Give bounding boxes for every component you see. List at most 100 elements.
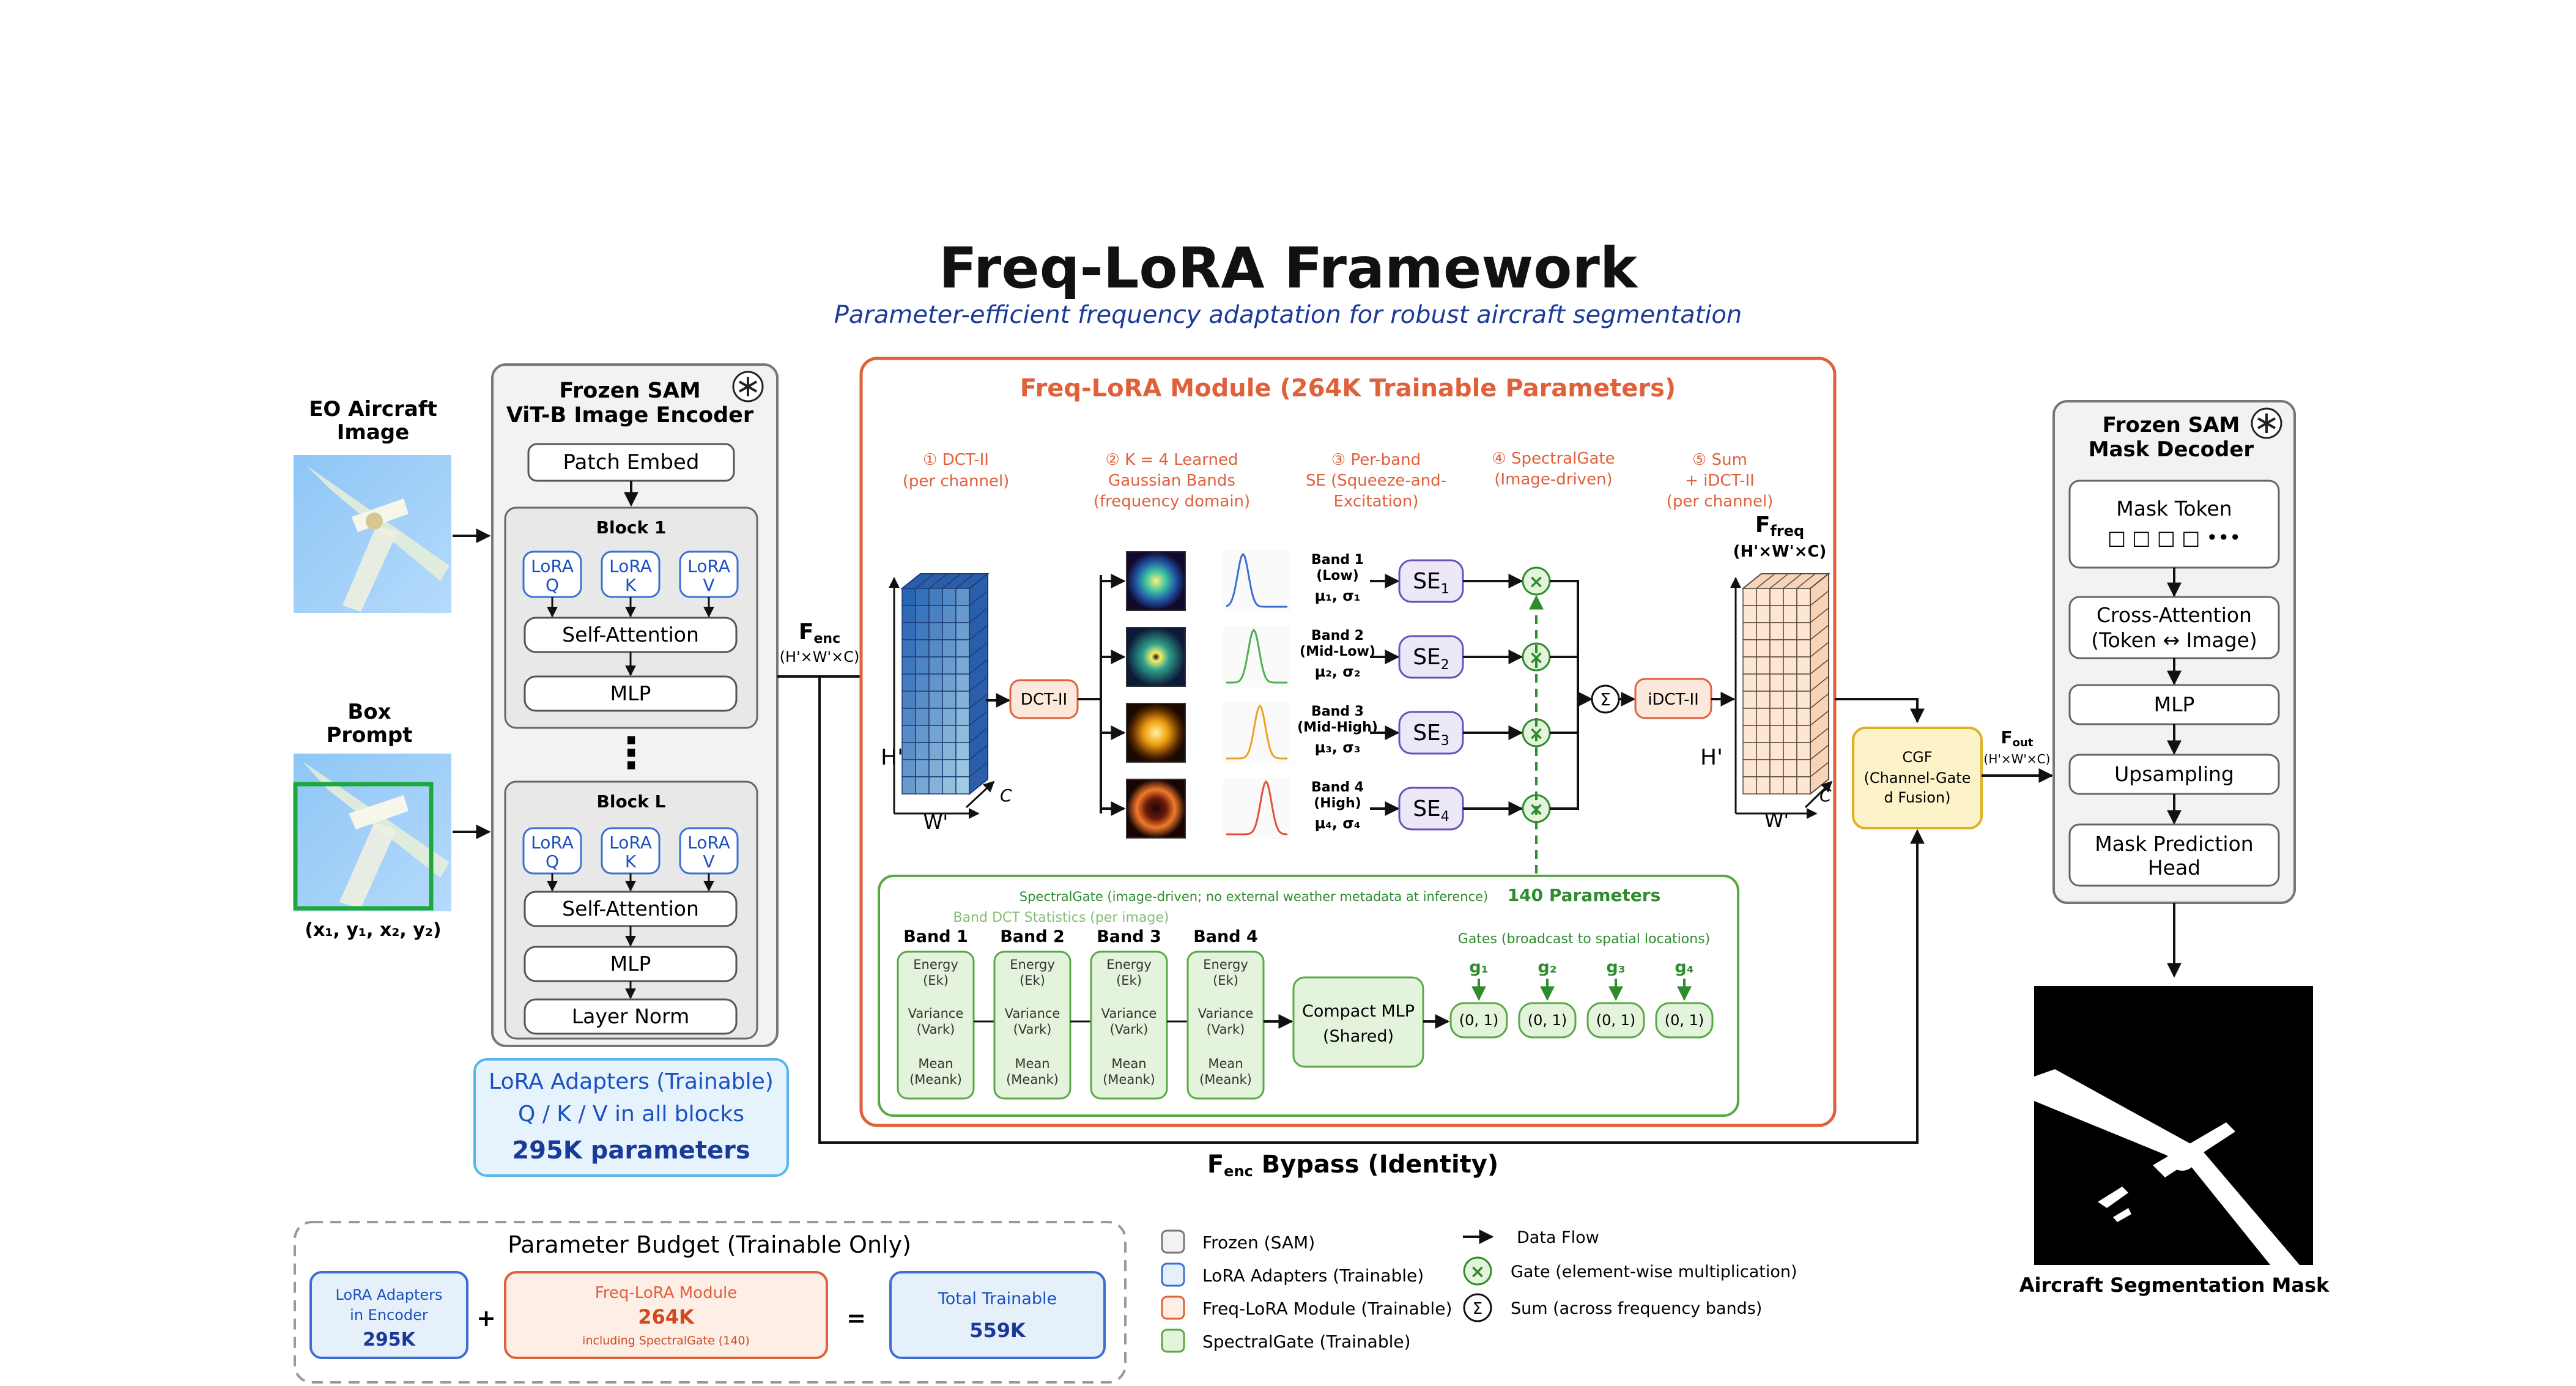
svg-text:×: × bbox=[1528, 571, 1544, 593]
svg-text:LoRA: LoRA bbox=[531, 832, 574, 853]
svg-text:Variance: Variance bbox=[1198, 1006, 1254, 1021]
segmentation-mask bbox=[2034, 986, 2313, 1265]
svg-text:LoRA: LoRA bbox=[609, 832, 652, 853]
svg-text:(per channel): (per channel) bbox=[1667, 492, 1774, 511]
band-range-4: (High) bbox=[1314, 796, 1361, 811]
svg-text:=: = bbox=[846, 1305, 866, 1332]
svg-text:(0, 1): (0, 1) bbox=[1459, 1012, 1499, 1029]
tensor-in-h: H' bbox=[881, 745, 903, 770]
fenc-label: Fenc bbox=[799, 620, 840, 647]
svg-text:(Meank): (Meank) bbox=[1006, 1072, 1059, 1087]
svg-text:MLP: MLP bbox=[2154, 692, 2195, 716]
lora-q-l: LoRA Q bbox=[522, 827, 582, 875]
gate-output-4: g₄ (0, 1) bbox=[1655, 958, 1714, 1039]
svg-text:Band 3: Band 3 bbox=[1097, 927, 1161, 946]
svg-text:Compact MLP: Compact MLP bbox=[1302, 1002, 1415, 1021]
snowflake-icon bbox=[732, 371, 764, 402]
tensor-out-w: W' bbox=[1764, 809, 1789, 832]
ffreq-to-cgf bbox=[1835, 698, 1925, 724]
svg-text:V: V bbox=[703, 575, 714, 595]
svg-text:(Channel-Gate: (Channel-Gate bbox=[1864, 769, 1971, 787]
svg-text:LoRA: LoRA bbox=[687, 832, 730, 853]
svg-text:(0, 1): (0, 1) bbox=[1665, 1012, 1704, 1029]
svg-text:Energy: Energy bbox=[1203, 957, 1248, 972]
svg-text:Band 1: Band 1 bbox=[903, 927, 968, 946]
band-gaussian-3 bbox=[1226, 704, 1287, 760]
lora-k-l: LoRA K bbox=[601, 827, 661, 875]
band-range-1: (Low) bbox=[1316, 568, 1359, 584]
blocks-ellipsis: ⋮ bbox=[610, 728, 653, 778]
svg-text:Variance: Variance bbox=[1101, 1006, 1157, 1021]
svg-text:Energy: Energy bbox=[1106, 957, 1152, 972]
sum-icon: Σ bbox=[1600, 689, 1611, 710]
svg-text:LoRA Adapters: LoRA Adapters bbox=[335, 1286, 442, 1303]
band-spectrum-3 bbox=[1126, 703, 1186, 763]
svg-text:Frozen (SAM): Frozen (SAM) bbox=[1202, 1232, 1315, 1253]
svg-text:Gates (broadcast to spatial lo: Gates (broadcast to spatial locations) bbox=[1458, 932, 1710, 947]
mlp-1 bbox=[524, 675, 738, 712]
tensor-in-c: C bbox=[1000, 785, 1012, 806]
svg-text:MLP: MLP bbox=[610, 681, 651, 705]
band-name-2: Band 2 bbox=[1311, 628, 1364, 643]
bypass-path bbox=[818, 676, 1925, 1144]
svg-text:V: V bbox=[703, 851, 714, 872]
freq-lora-module: Freq-LoRA Module (264K Trainable Paramet… bbox=[859, 357, 1837, 1127]
svg-text:Q / K / V in all blocks: Q / K / V in all blocks bbox=[518, 1102, 744, 1127]
svg-text:CGF: CGF bbox=[1902, 749, 1932, 766]
patch-embed-label: Patch Embed bbox=[563, 450, 700, 475]
svg-text:Frozen SAM: Frozen SAM bbox=[2103, 413, 2240, 437]
svg-text:(0, 1): (0, 1) bbox=[1528, 1012, 1567, 1029]
svg-text:Self-Attention: Self-Attention bbox=[562, 897, 699, 921]
svg-text:Gaussian Bands: Gaussian Bands bbox=[1108, 472, 1235, 490]
svg-text:including SpectralGate (140): including SpectralGate (140) bbox=[582, 1334, 750, 1347]
ffreq-dims: (H'×W'×C) bbox=[1733, 543, 1827, 561]
svg-text:Mask Token: Mask Token bbox=[2116, 497, 2232, 521]
svg-text:(Ek): (Ek) bbox=[1213, 973, 1238, 988]
svg-text:Band 2: Band 2 bbox=[1000, 927, 1065, 946]
spectral-gate-panel: SpectralGate (image-driven; no external … bbox=[878, 875, 1739, 1117]
svg-text:+ iDCT-II: + iDCT-II bbox=[1685, 472, 1755, 490]
svg-text:Energy: Energy bbox=[1010, 957, 1055, 972]
svg-text:(frequency domain): (frequency domain) bbox=[1094, 492, 1250, 511]
band-range-2: (Mid-Low) bbox=[1300, 644, 1375, 659]
svg-text:Mask Prediction: Mask Prediction bbox=[2095, 832, 2253, 856]
svg-text:(Meank): (Meank) bbox=[1103, 1072, 1155, 1087]
svg-text:(Vark): (Vark) bbox=[1207, 1022, 1245, 1037]
gate-outputs: g₁(0, 1)g₂(0, 1)g₃(0, 1)g₄(0, 1) bbox=[1423, 958, 1714, 1039]
band-stat-columns: Band 1Energy(Ek)Variance(Vark)Mean(Meank… bbox=[897, 927, 1294, 1100]
box-prompt-image bbox=[293, 754, 451, 911]
svg-text:SE3: SE3 bbox=[1413, 721, 1449, 749]
legend: Frozen (SAM) LoRA Adapters (Trainable) F… bbox=[1161, 1228, 1797, 1353]
box-coordinates: (x₁, y₁, x₂, y₂) bbox=[305, 919, 441, 941]
budget-freq bbox=[504, 1271, 828, 1359]
svg-text:iDCT-II: iDCT-II bbox=[1648, 691, 1699, 709]
svg-text:Mask Decoder: Mask Decoder bbox=[2089, 437, 2254, 462]
band-params-2: μ₂, σ₂ bbox=[1315, 663, 1361, 680]
compact-mlp bbox=[1292, 976, 1424, 1068]
svg-text:d Fusion): d Fusion) bbox=[1884, 789, 1951, 806]
snowflake-icon bbox=[2251, 407, 2282, 439]
token-icons: □ □ □ □ ••• bbox=[2108, 526, 2241, 549]
svg-text:Total Trainable: Total Trainable bbox=[938, 1289, 1057, 1308]
svg-text:Head: Head bbox=[2148, 856, 2200, 880]
svg-text:K: K bbox=[625, 575, 637, 595]
input-column: EO Aircraft Image Box Prompt (x₁, y₁, x₂… bbox=[293, 397, 491, 941]
svg-text:g₄: g₄ bbox=[1675, 958, 1693, 977]
fout-label: Fout bbox=[2001, 727, 2034, 749]
svg-text:(Ek): (Ek) bbox=[1020, 973, 1045, 988]
svg-text:LoRA: LoRA bbox=[687, 556, 730, 576]
layer-norm bbox=[524, 998, 738, 1035]
parameter-budget: Parameter Budget (Trainable Only) LoRA A… bbox=[294, 1221, 1127, 1384]
svg-text:Mean: Mean bbox=[918, 1056, 953, 1071]
tensor-out-h: H' bbox=[1700, 745, 1723, 770]
lora-summary: LoRA Adapters (Trainable) Q / K / V in a… bbox=[473, 1058, 789, 1177]
svg-text:Mean: Mean bbox=[1111, 1056, 1146, 1071]
svg-text:Band DCT Statistics (per image: Band DCT Statistics (per image) bbox=[953, 910, 1169, 925]
svg-text:SE2: SE2 bbox=[1413, 645, 1449, 673]
ffreq-label: Ffreq bbox=[1755, 513, 1804, 539]
gate-output-1: g₁(0, 1) bbox=[1449, 958, 1508, 1039]
svg-text:Cross-Attention: Cross-Attention bbox=[2097, 603, 2252, 627]
svg-text:in Encoder: in Encoder bbox=[350, 1306, 428, 1324]
svg-text:LoRA: LoRA bbox=[531, 556, 574, 576]
